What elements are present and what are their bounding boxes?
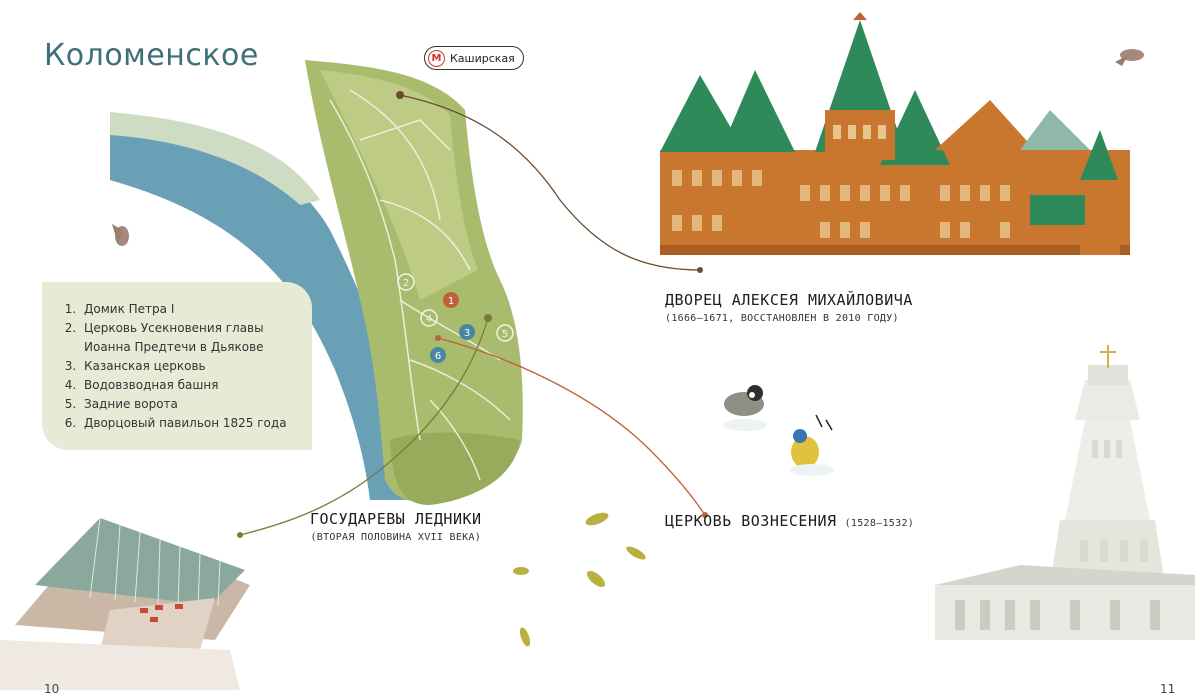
legend-item: Казанская церковь: [80, 357, 296, 376]
page-number-right: 11: [1160, 682, 1176, 696]
church-caption: Церковь Вознесения (1528–1532): [665, 512, 914, 530]
glaciers-illustration: [0, 517, 250, 690]
page-number-left: 10: [44, 682, 60, 696]
bird-chickadee: [723, 385, 767, 431]
church-title: Церковь Вознесения: [665, 512, 837, 530]
map-marker-5[interactable]: 5: [496, 324, 514, 342]
legend-item: Дворцовый павильон 1825 года: [80, 414, 296, 433]
metro-icon: М: [428, 49, 445, 67]
glaciers-caption: Государевы ледники (вторая половина XVII…: [310, 510, 482, 543]
marker-label: 4: [426, 314, 432, 325]
park-map-light: [320, 70, 478, 300]
marker-label: 6: [435, 351, 441, 362]
falling-leaves: [513, 512, 646, 647]
legend-item: Церковь Усекновения главы Иоанна Предтеч…: [80, 319, 296, 357]
marker-label: 2: [403, 278, 409, 289]
map-marker-4[interactable]: 4: [420, 309, 438, 327]
river-bank: [110, 112, 320, 205]
marker-label: 1: [448, 296, 454, 307]
map-marker-2[interactable]: 2: [397, 273, 415, 291]
legend-list: Домик Петра I Церковь Усекновения главы …: [58, 300, 296, 433]
leader-line-glaciers: [239, 317, 489, 536]
church-years: (1528–1532): [844, 518, 915, 529]
glaciers-subtitle: (вторая половина XVII века): [310, 532, 482, 543]
legend-item: Домик Петра I: [80, 300, 296, 319]
palace-subtitle: (1666–1671, восстановлен в 2010 году): [665, 313, 899, 324]
palace-illustration: [660, 12, 1130, 255]
legend-item: Задние ворота: [80, 395, 296, 414]
page-title: Коломенское: [44, 38, 259, 73]
leader-line-palace: [399, 94, 701, 271]
leader-line-church: [437, 337, 706, 516]
marker-label: 5: [502, 329, 508, 340]
bird-top-right: [1115, 49, 1144, 66]
glaciers-title: Государевы ледники: [310, 510, 482, 528]
bird-bluetit: [790, 414, 834, 476]
metro-station: Каширская: [450, 51, 515, 65]
river: [110, 112, 408, 500]
church-illustration: [935, 345, 1195, 640]
legend-box: Домик Петра I Церковь Усекновения главы …: [42, 282, 312, 450]
park-map-south: [390, 432, 520, 505]
map-marker-6[interactable]: 6: [430, 347, 446, 363]
palace-caption: Дворец Алексея Михайловича (1666–1671, в…: [665, 291, 913, 324]
map-marker-3[interactable]: 3: [459, 324, 475, 340]
legend-item: Водовзводная башня: [80, 376, 296, 395]
marker-label: 3: [464, 328, 470, 339]
metro-badge: М Каширская: [424, 46, 524, 70]
palace-title: Дворец Алексея Михайловича: [665, 291, 913, 309]
bird-left: [112, 224, 129, 246]
map-marker-1[interactable]: 1: [443, 292, 459, 308]
